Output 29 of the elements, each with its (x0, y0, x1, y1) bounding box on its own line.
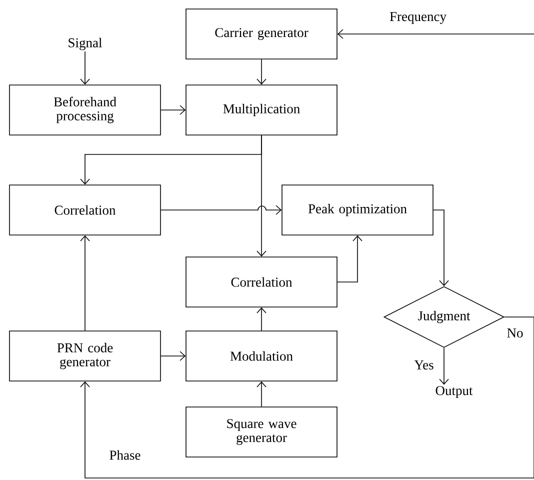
process-box: Carrier generator (186, 8, 338, 60)
process-box: Square wave generator (186, 406, 338, 458)
process-box: Peak optimization (282, 184, 434, 236)
process-box: Modulation (186, 330, 338, 382)
arrow (256, 59, 266, 85)
process-box: PRN code generator (9, 330, 161, 382)
arrow (256, 307, 266, 331)
arrow (160, 351, 186, 361)
arrow (337, 29, 534, 39)
edge-label: Yes (414, 360, 434, 370)
arrow (439, 348, 449, 385)
process-box: Beforehand processing (9, 84, 161, 136)
arrow (160, 105, 186, 115)
arrow (80, 235, 90, 331)
process-box: Correlation (186, 256, 338, 308)
arrow (256, 381, 266, 407)
signal-text: Signal (68, 38, 102, 50)
arrow (160, 205, 282, 215)
process-box: Multiplication (186, 84, 338, 136)
edge-label: Frequency (390, 12, 446, 24)
arrow (433, 210, 449, 286)
edge-label: Phase (110, 450, 140, 460)
arrow (80, 51, 90, 85)
arrow (337, 235, 362, 282)
process-box: Correlation (9, 184, 161, 236)
branch-label: No (507, 328, 523, 338)
signal-text: Output (436, 386, 473, 398)
arrow (256, 135, 266, 257)
arrow (80, 316, 534, 478)
